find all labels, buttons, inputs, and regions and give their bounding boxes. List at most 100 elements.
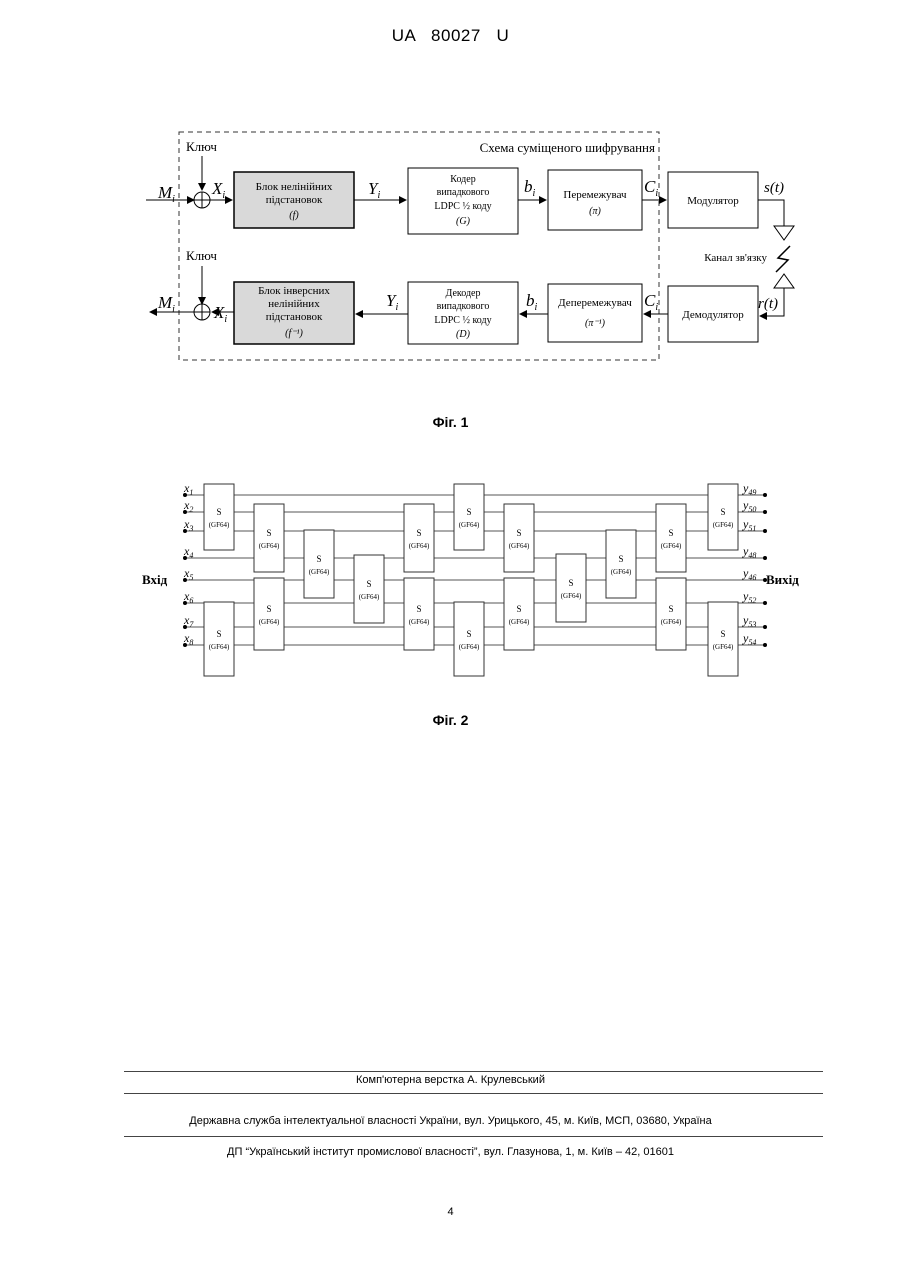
output-terminal bbox=[763, 625, 767, 629]
s-box-label: S bbox=[316, 554, 321, 564]
key-label-top: Ключ bbox=[186, 139, 217, 154]
modulator-label: Модулятор bbox=[687, 195, 739, 207]
encoder-line4: (G) bbox=[456, 216, 471, 227]
s-box-sublabel: (GF64) bbox=[359, 593, 380, 601]
output-label-y48: y48 bbox=[742, 544, 756, 560]
output-label-y51: y51 bbox=[742, 517, 756, 533]
s-box-gf64 bbox=[606, 530, 636, 598]
x-label-top: Xi bbox=[211, 179, 225, 201]
output-terminal bbox=[763, 529, 767, 533]
s-box-label: S bbox=[416, 604, 421, 614]
c-label-bottom: Ci bbox=[644, 291, 658, 313]
s-box-label: S bbox=[568, 578, 573, 588]
decoder-line3: LDPC ½ коду bbox=[434, 315, 491, 326]
output-terminal bbox=[763, 510, 767, 514]
s-box-gf64 bbox=[404, 504, 434, 572]
output-label-y53: y53 bbox=[742, 613, 756, 629]
output-side-label: Вихід bbox=[766, 572, 799, 587]
input-label-x4: x4 bbox=[183, 544, 193, 560]
s-box-gf64 bbox=[354, 555, 384, 623]
decoder-line4: (D) bbox=[456, 329, 471, 340]
input-label-x1: x1 bbox=[183, 481, 193, 497]
s-box-label: S bbox=[516, 604, 521, 614]
deinterleaver-line1: Деперемежувач bbox=[558, 297, 632, 309]
s-box-label: S bbox=[216, 629, 221, 639]
m-output-label: Mi bbox=[157, 293, 175, 315]
s-box-label: S bbox=[668, 528, 673, 538]
s-box-gf64 bbox=[404, 578, 434, 650]
r-t-label: r(t) bbox=[758, 296, 778, 312]
agency-address: Державна служба інтелектуальної власност… bbox=[0, 1115, 901, 1127]
s-box-gf64 bbox=[708, 602, 738, 676]
s-box-gf64 bbox=[656, 504, 686, 572]
s-box-label: S bbox=[720, 629, 725, 639]
channel-lightning bbox=[776, 246, 790, 272]
input-label-x3: x3 bbox=[183, 517, 193, 533]
footer-rule-2 bbox=[124, 1093, 823, 1094]
channel-label: Канал зв'язку bbox=[704, 252, 767, 264]
tx-antenna bbox=[774, 226, 794, 240]
footer-rule-3 bbox=[124, 1136, 823, 1137]
s-box-label: S bbox=[466, 507, 471, 517]
s-box-label: S bbox=[720, 507, 725, 517]
footer-rule-1 bbox=[124, 1071, 823, 1072]
s-box-sublabel: (GF64) bbox=[209, 521, 230, 529]
demodulator-label: Демодулятор bbox=[682, 309, 744, 321]
output-label-y46: y46 bbox=[742, 566, 756, 582]
input-label-x6: x6 bbox=[183, 589, 193, 605]
output-terminal bbox=[763, 643, 767, 647]
scheme-title: Схема суміщеного шифрування bbox=[480, 140, 655, 155]
s-box-sublabel: (GF64) bbox=[561, 592, 582, 600]
encoder-line3: LDPC ½ коду bbox=[434, 201, 491, 212]
interleaver-line1: Перемежувач bbox=[563, 189, 627, 201]
s-box-gf64 bbox=[454, 484, 484, 550]
output-terminal bbox=[763, 556, 767, 560]
s-box-sublabel: (GF64) bbox=[661, 542, 682, 550]
s-box-sublabel: (GF64) bbox=[713, 643, 734, 651]
output-label-y52: y52 bbox=[742, 589, 756, 605]
s-box-sublabel: (GF64) bbox=[209, 643, 230, 651]
input-label-x5: x5 bbox=[183, 566, 193, 582]
input-label-x2: x2 bbox=[183, 498, 193, 514]
s-box-gf64 bbox=[204, 602, 234, 676]
inverse-line2: нелінійних bbox=[268, 298, 320, 310]
s-box-gf64 bbox=[204, 484, 234, 550]
s-box-gf64 bbox=[656, 578, 686, 650]
s-box-sublabel: (GF64) bbox=[409, 542, 430, 550]
substitution-block-line2: підстановок bbox=[266, 194, 323, 206]
s-box-sublabel: (GF64) bbox=[611, 568, 632, 576]
s-box-sublabel: (GF64) bbox=[409, 618, 430, 626]
s-box-sublabel: (GF64) bbox=[459, 643, 480, 651]
s-box-sublabel: (GF64) bbox=[713, 521, 734, 529]
s-box-gf64 bbox=[504, 504, 534, 572]
input-label-x7: x7 bbox=[183, 613, 194, 629]
output-label-y49: y49 bbox=[742, 481, 756, 497]
figure-2-substitution-network: S (GF64) S (GF64) S (GF64) S (GF64) S (GF64) S (GF6… bbox=[0, 470, 901, 680]
inverse-line1: Блок інверсних bbox=[258, 285, 330, 297]
s-box-sublabel: (GF64) bbox=[309, 568, 330, 576]
x-label-bottom: Xi bbox=[213, 303, 227, 325]
page-number: 4 bbox=[0, 1206, 901, 1218]
encoder-line2: випадкового bbox=[437, 187, 490, 198]
input-label-x8: x8 bbox=[183, 631, 193, 647]
s-box-sublabel: (GF64) bbox=[661, 618, 682, 626]
m-input-label: Mi bbox=[157, 183, 175, 205]
substitution-block-line1: Блок нелінійних bbox=[256, 181, 333, 193]
figure-1-block-diagram: Схема суміщеного шифрування Ключ Mi Xi Б… bbox=[0, 120, 901, 380]
y-label-top: Yi bbox=[368, 179, 380, 201]
decoder-line2: випадкового bbox=[437, 301, 490, 312]
s-box-sublabel: (GF64) bbox=[259, 542, 280, 550]
c-label-top: Ci bbox=[644, 177, 658, 199]
s-box-label: S bbox=[516, 528, 521, 538]
s-box-label: S bbox=[618, 554, 623, 564]
substitution-block-line3: (f) bbox=[289, 210, 299, 221]
key-label-bottom: Ключ bbox=[186, 248, 217, 263]
s-box-label: S bbox=[216, 507, 221, 517]
s-box-gf64 bbox=[254, 504, 284, 572]
y-label-bottom: Yi bbox=[386, 291, 398, 313]
rx-antenna bbox=[774, 274, 794, 288]
layout-credit: Комп'ютерна верстка А. Крулевський bbox=[0, 1074, 901, 1086]
inverse-line3: підстановок bbox=[266, 311, 323, 323]
patent-number-header: UA 80027 U bbox=[0, 26, 901, 46]
output-label-y54: y54 bbox=[742, 631, 756, 647]
